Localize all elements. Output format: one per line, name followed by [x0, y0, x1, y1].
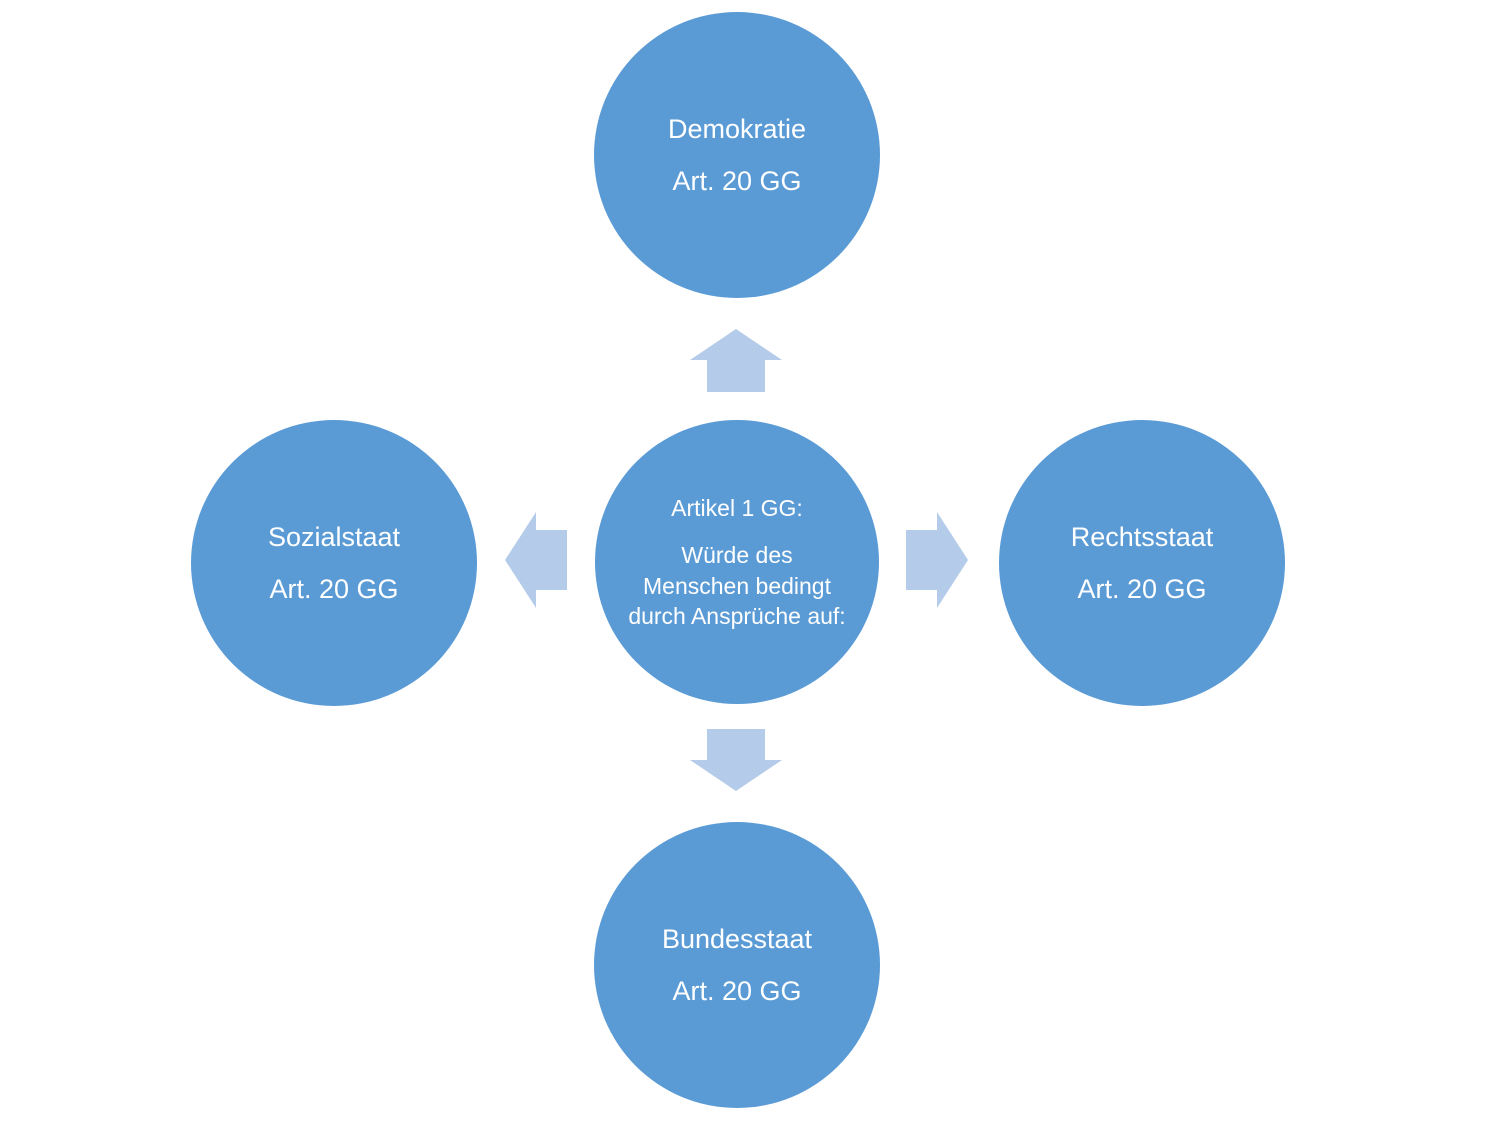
- node-artikel-1-gg: Artikel 1 GG: Würde des Menschen bedingt…: [595, 420, 879, 704]
- node-rechtsstaat-label: Rechtsstaat: [1070, 521, 1214, 552]
- node-bundesstaat-label: Bundesstaat: [661, 923, 813, 954]
- node-demokratie-label: Demokratie: [667, 113, 807, 144]
- node-bundesstaat: Bundesstaat Art. 20 GG: [594, 822, 880, 1108]
- down-arrow-icon: [690, 729, 782, 791]
- up-arrow-icon: [690, 329, 782, 392]
- node-sozialstaat-sublabel: Art. 20 GG: [269, 574, 399, 604]
- right-arrow-icon: [906, 512, 968, 608]
- node-sozialstaat: Sozialstaat Art. 20 GG: [191, 420, 477, 706]
- center-body: Würde des Menschen bedingt durch Ansprüc…: [628, 542, 846, 629]
- left-arrow-icon: [505, 512, 567, 608]
- node-bundesstaat-sublabel: Art. 20 GG: [672, 976, 802, 1006]
- node-demokratie: Demokratie Art. 20 GG: [594, 12, 880, 298]
- node-rechtsstaat-sublabel: Art. 20 GG: [1077, 574, 1207, 604]
- node-rechtsstaat: Rechtsstaat Art. 20 GG: [999, 420, 1285, 706]
- center-title: Artikel 1 GG:: [671, 494, 803, 521]
- node-sozialstaat-label: Sozialstaat: [267, 521, 401, 552]
- node-demokratie-sublabel: Art. 20 GG: [672, 166, 802, 196]
